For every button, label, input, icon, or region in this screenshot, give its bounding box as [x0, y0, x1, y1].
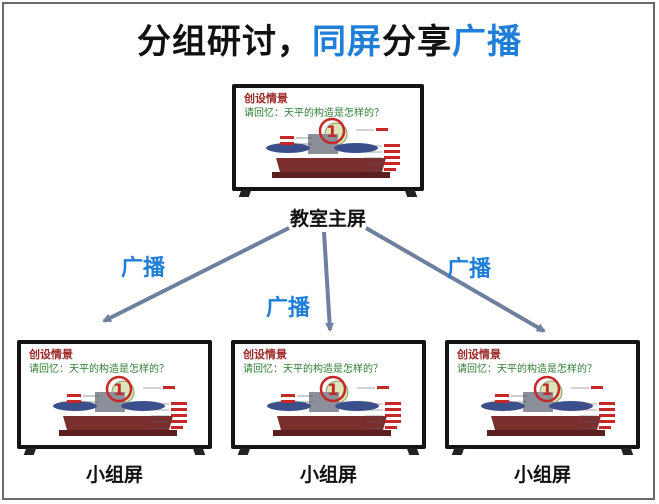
group-screen-label-center: 小组屏: [299, 464, 357, 486]
svg-text:1: 1: [326, 122, 337, 141]
arrow-to-group-right: [364, 226, 546, 333]
group-screen-label-right: 小组屏: [513, 464, 571, 486]
group-slide-right: 创设情景 请回忆：天平的构造是怎样的？ 1: [449, 344, 636, 445]
main-screen-label: 教室主屏: [289, 208, 366, 230]
slide-heading: 创设情景: [244, 92, 288, 105]
svg-text:1: 1: [327, 380, 338, 399]
group-screen-tv-center: 创设情景 请回忆：天平的构造是怎样的？ 1: [231, 340, 426, 455]
main-screen-tv: 创设情景 请回忆：天平的构造是怎样的？ 1: [232, 84, 424, 197]
broadcast-label-left: 广播: [121, 256, 166, 281]
balance-scale-illustration: 1: [266, 117, 400, 178]
arrow-to-group-left: [102, 226, 290, 323]
main-slide: 创设情景 请回忆：天平的构造是怎样的？ 1: [236, 88, 420, 187]
balance-scale-illustration: 1: [481, 375, 615, 436]
svg-text:1: 1: [541, 380, 552, 399]
group-screen-label-left: 小组屏: [85, 464, 143, 486]
title-part-1: 分组研讨，: [137, 22, 312, 62]
group-slide-left: 创设情景 请回忆：天平的构造是怎样的？ 1: [21, 344, 208, 445]
svg-text:1: 1: [113, 380, 124, 399]
group-slide-center: 创设情景 请回忆：天平的构造是怎样的？ 1: [235, 344, 422, 445]
title-part-4: 广播: [452, 22, 522, 62]
group-screen-tv-left: 创设情景 请回忆：天平的构造是怎样的？ 1: [17, 340, 212, 455]
arrow-to-group-center: [322, 231, 335, 332]
title-part-2: 同屏: [312, 22, 382, 62]
group-screen-tv-right: 创设情景 请回忆：天平的构造是怎样的？ 1: [445, 340, 640, 455]
broadcast-label-center: 广播: [266, 296, 311, 321]
page-title: 分组研讨，同屏分享广播: [0, 14, 659, 63]
slide-question: 请回忆：天平的构造是怎样的？: [244, 108, 384, 119]
title-part-3: 分享: [382, 22, 452, 62]
balance-scale-illustration: 1: [53, 375, 187, 436]
broadcast-label-right: 广播: [447, 257, 492, 282]
balance-scale-illustration: 1: [267, 375, 401, 436]
